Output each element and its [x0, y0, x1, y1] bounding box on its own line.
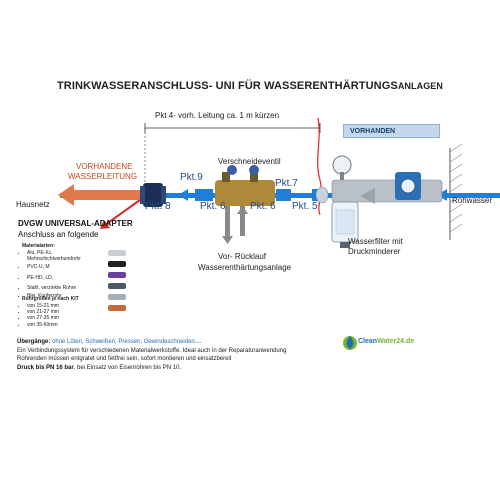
- adapter-subtitle: Anschluss an folgende: [18, 230, 99, 239]
- material-item: PE-HD, LD,: [27, 275, 81, 281]
- arrow-up: [237, 206, 248, 214]
- valve-handle-2: [249, 165, 259, 175]
- label-pkt5: Pkt. 5: [292, 201, 318, 212]
- label-vor-ruecklauf-1: Vor- Rücklauf: [218, 252, 267, 261]
- material-swatches: [108, 250, 126, 311]
- outflow-arrow-body: [72, 190, 147, 200]
- title-main: TRINKWASSERANSCHLUSS- UNI FÜR WASSERENTH…: [56, 80, 398, 92]
- material-item: Blei, Kupferrohr: [27, 293, 81, 299]
- label-pkt8: Pkt. 8: [145, 201, 171, 212]
- fitting-assembly: [331, 179, 443, 203]
- size-item: von 35-60mm: [27, 322, 59, 328]
- red-pointer-head: [100, 220, 110, 229]
- size-item: von 21-27 mm: [27, 309, 59, 315]
- label-wasserfilter-1: Wasserfilter mit: [348, 237, 403, 246]
- valve-handle-1: [227, 165, 237, 175]
- label-pkt4: Pkt 4- vorh. Leitung ca. 1 m kürzen: [155, 111, 280, 120]
- material-item: Alu, PE-Xc,: [27, 250, 81, 256]
- valve-adapter-left: [195, 189, 213, 201]
- label-vorhandene-1: VORHANDENE: [76, 162, 133, 171]
- pressure-gauge: [332, 155, 352, 175]
- label-pkt7: Pkt.7: [275, 178, 298, 189]
- wall-hatching: [449, 143, 463, 233]
- label-vor-ruecklauf-2: Wasserenthärtungsanlage: [198, 263, 292, 272]
- sizes-list: von 15-21 mm von 21-27 mm von 27-35 mm v…: [18, 303, 59, 328]
- label-pkt9: Pkt.9: [180, 172, 203, 183]
- pipe-ruecklauf: [240, 206, 245, 236]
- verschneideventil-body: [215, 180, 275, 206]
- cleanwater-logo: CleanWater24.de: [358, 338, 415, 345]
- arrow-down: [222, 236, 233, 244]
- footer-line-2: Ein Verbindungssystem für verschiedenen …: [17, 347, 287, 354]
- size-item: von 27-35 mm: [27, 315, 59, 321]
- footer-line-3: Rohrenden müssen entgratet und fettfrei …: [17, 356, 232, 363]
- materials-heading: Materialarten:: [22, 243, 55, 249]
- materials-list: Alu, PE-Xc, Mehrschichtverbundrohr PVC-U…: [18, 250, 81, 299]
- material-item: Stahl, verzinkte Rohre: [27, 285, 81, 291]
- footer-text: Übergänge: ohne Löten, Schweißen, Presse…: [17, 338, 286, 372]
- footer-line-4: Druck bis PN 16 bar, bei Einsatz von Eis…: [17, 364, 182, 371]
- vorhanden-box: VORHANDEN: [343, 124, 440, 138]
- sizes-heading: Rohrgrößen je nach KIT: [22, 296, 79, 302]
- adapter-title: DVGW UNIVERSAL-ADAPTER: [18, 219, 133, 228]
- outflow-arrow-head: [58, 184, 74, 206]
- material-item: Mehrschichtverbundrohr: [27, 256, 81, 263]
- page-title: TRINKWASSERANSCHLUSS- UNI FÜR WASSERENTH…: [0, 80, 500, 92]
- label-vorhandene-2: WASSERLEITUNG: [68, 172, 138, 181]
- cut-line: [317, 117, 322, 216]
- material-item: PVC-U, M: [27, 264, 81, 270]
- footer-line-1: Übergänge: ohne Löten, Schweißen, Presse…: [17, 339, 202, 345]
- title-suffix: ANLAGEN: [397, 81, 444, 91]
- valve-adapter-right: [276, 189, 290, 201]
- label-hausnetz: Hausnetz: [16, 200, 50, 209]
- red-pointer-line: [104, 199, 141, 226]
- adapter-fitting-left: [143, 183, 163, 207]
- label-wasserfilter-2: Druckminderer: [348, 247, 401, 256]
- pipe-connector: [315, 186, 329, 204]
- size-item: von 15-21 mm: [27, 303, 59, 309]
- label-pkt6-right: Pkt. 6: [250, 201, 276, 212]
- flow-arrow-1: [178, 189, 188, 201]
- label-rohwasser: Rohwasser: [452, 196, 493, 205]
- label-verschneideventil: Verschneideventil: [218, 157, 281, 166]
- pipe-vorlauf: [225, 206, 230, 236]
- label-pkt6-left: Pkt. 6: [200, 201, 226, 212]
